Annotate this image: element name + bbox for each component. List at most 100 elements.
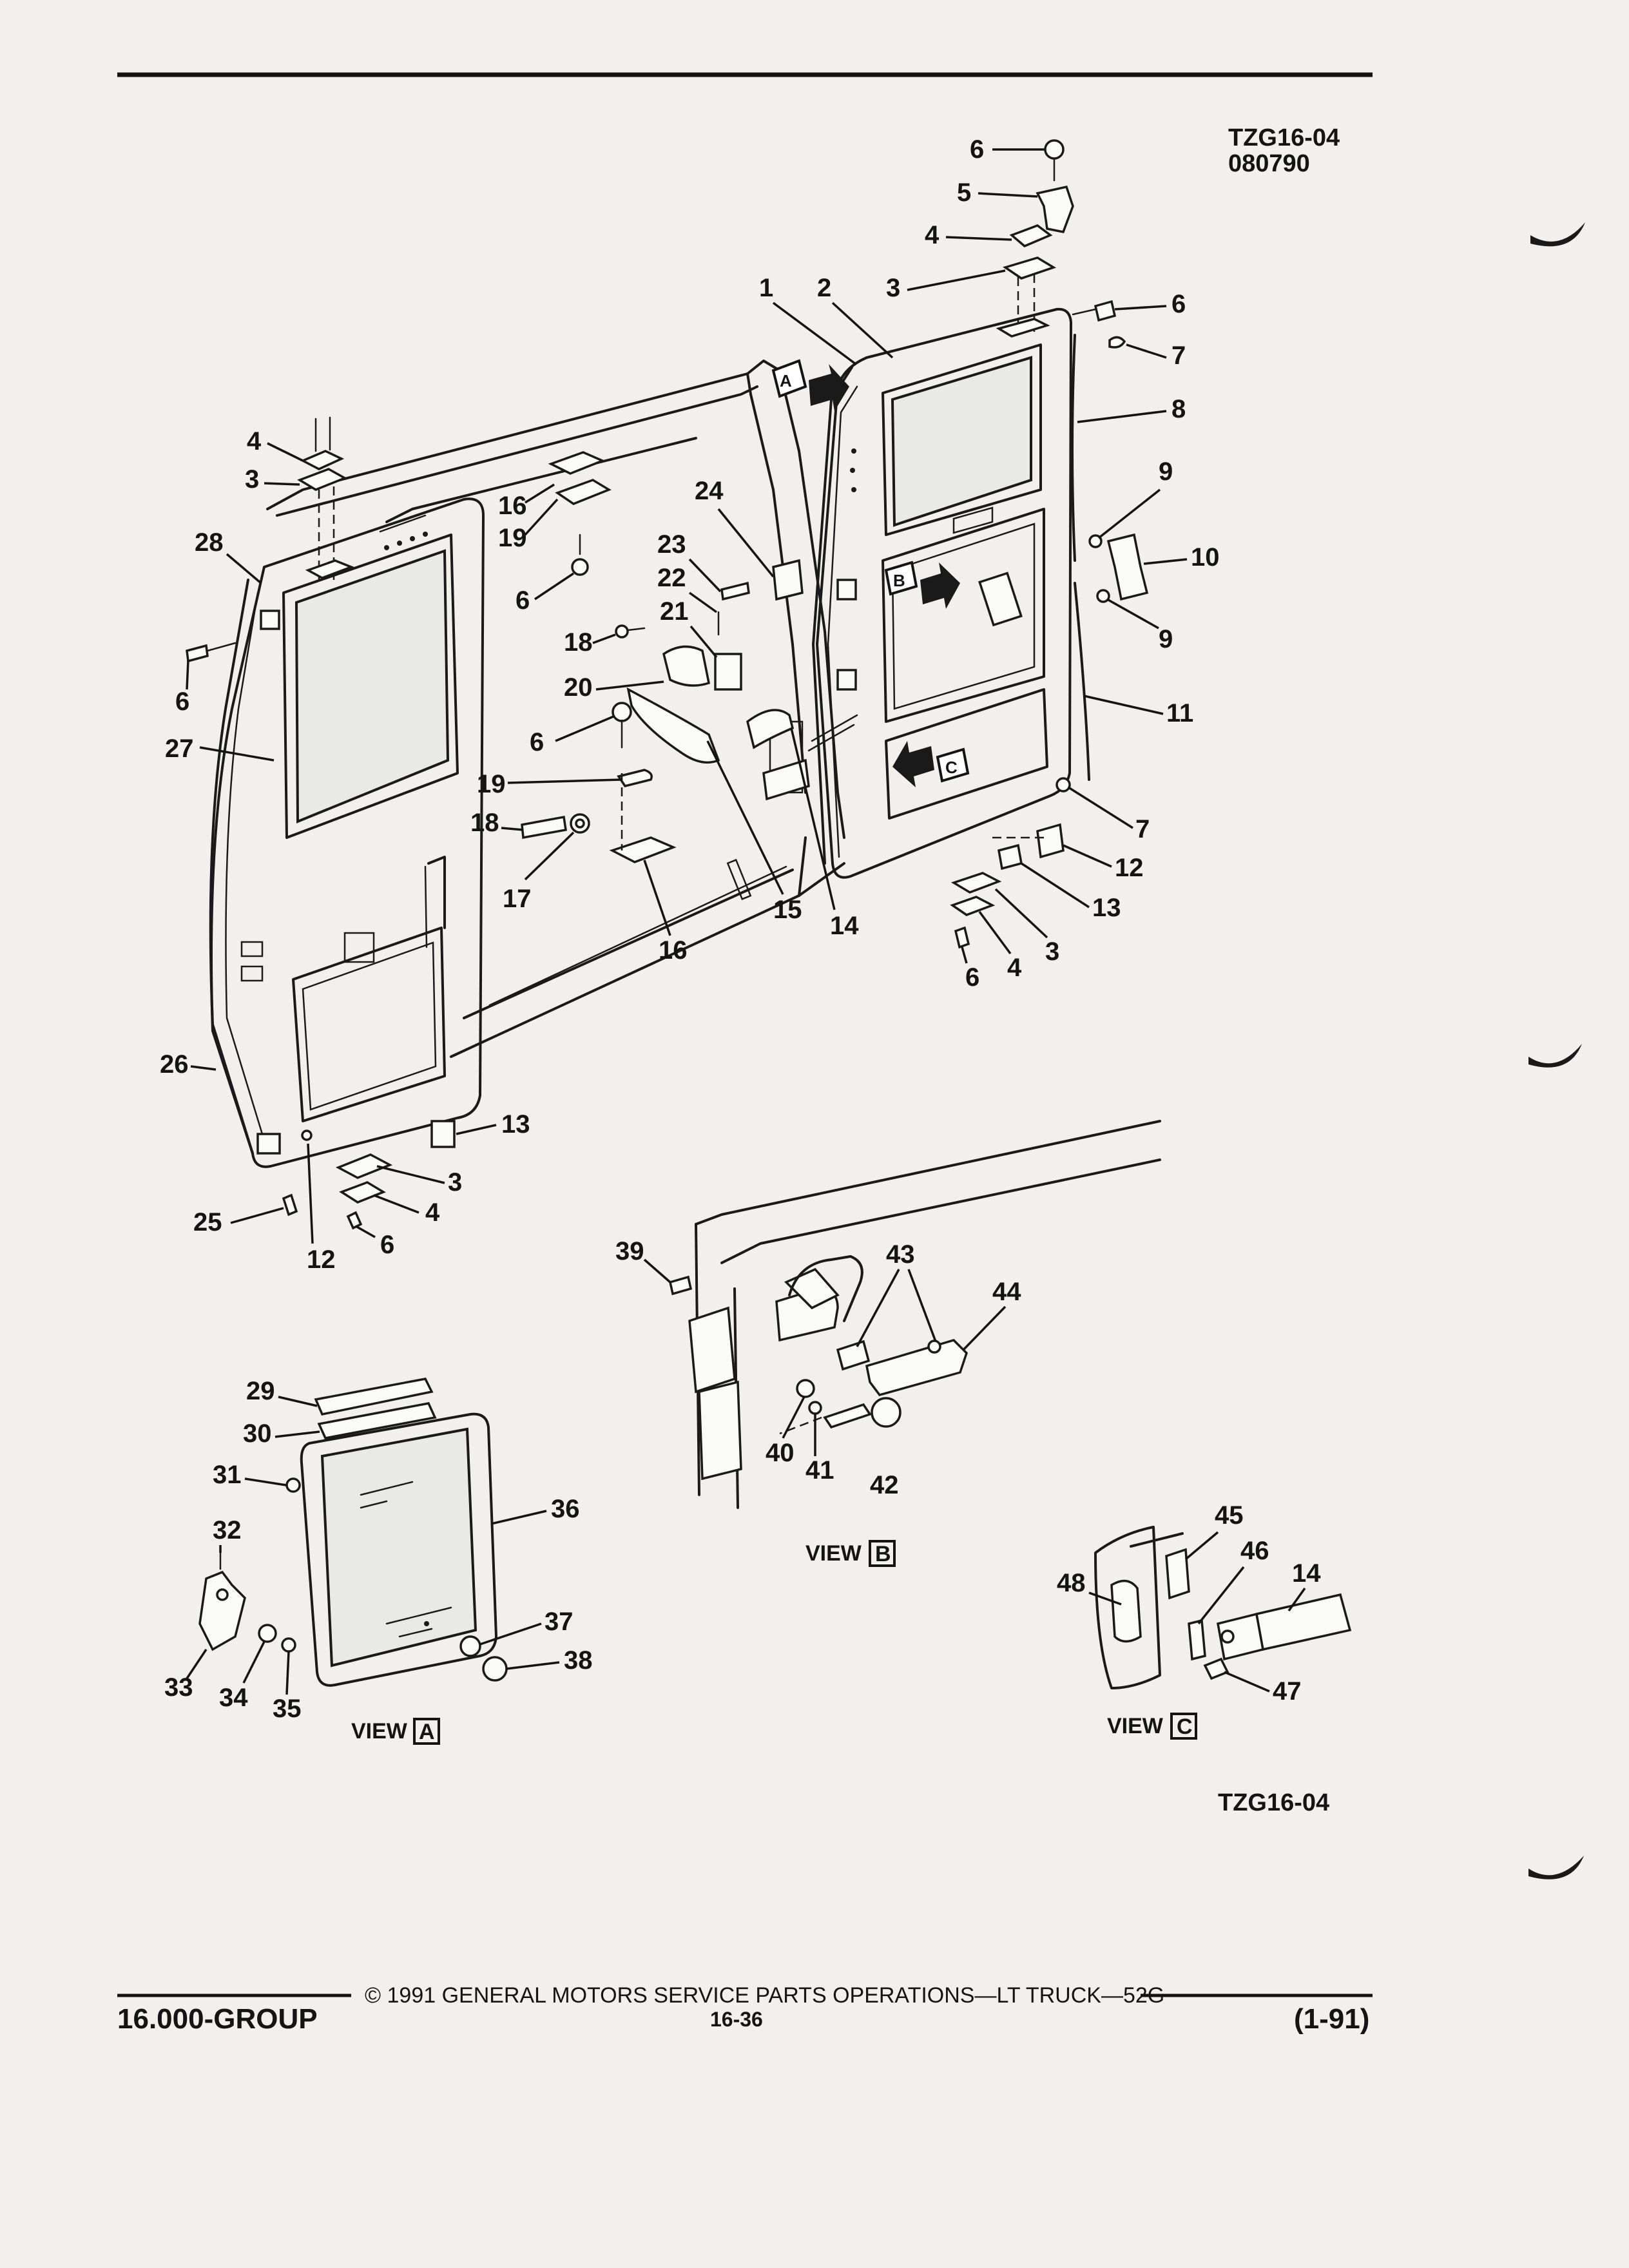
callout: 40: [766, 1439, 795, 1467]
callout: 36: [551, 1495, 580, 1523]
callout: 22: [657, 564, 686, 592]
callout: 31: [213, 1461, 242, 1489]
view-a-letter: A: [419, 1720, 435, 1744]
right-door-upper-hinge: [996, 139, 1126, 349]
binder-mark: [1530, 222, 1585, 247]
diagram-date-code: 080790: [1228, 150, 1310, 177]
binder-mark: [1528, 1856, 1584, 1879]
view-c-letter: C: [1177, 1715, 1193, 1739]
right-rear-door: [812, 307, 1072, 879]
callout: 12: [1115, 854, 1144, 882]
right-door-lock-rods: [1055, 334, 1149, 793]
callout: 43: [886, 1240, 915, 1269]
footer-group: 16.000-GROUP: [117, 2003, 318, 2035]
view-b-label: VIEW: [805, 1541, 862, 1566]
callout: 20: [564, 673, 593, 702]
footer-diagram-code: TZG16-04: [1218, 1789, 1329, 1816]
callout: 4: [925, 221, 940, 249]
callout: 6: [380, 1231, 394, 1259]
callout: 37: [545, 1608, 574, 1636]
right-door-lower-hinge: [950, 823, 1065, 949]
callout: 41: [805, 1456, 834, 1485]
callout: 8: [1171, 395, 1186, 423]
callout: 38: [564, 1646, 593, 1675]
callout: 13: [1092, 894, 1121, 922]
svg-text:A: A: [780, 371, 792, 390]
callout: 14: [1292, 1559, 1321, 1588]
callout: 4: [1007, 954, 1022, 982]
view-c-hinge: [1094, 1526, 1352, 1689]
view-a-box: [413, 1718, 440, 1745]
callout: 10: [1191, 543, 1220, 572]
callouts-right: 6 5 4 3 1 2 6 7 8 9 10 9 11 7 12 13 3 4: [759, 135, 1220, 992]
callout: 24: [695, 477, 724, 505]
callout: 15: [773, 896, 802, 924]
diagram-code: TZG16-04: [1228, 124, 1340, 151]
view-b-handle: [668, 1120, 1161, 1509]
callout: 7: [1135, 815, 1150, 843]
callout: 9: [1159, 625, 1173, 653]
callout: 6: [516, 586, 530, 615]
callout: 29: [246, 1377, 275, 1405]
view-b-letter: B: [875, 1542, 891, 1566]
svg-text:C: C: [945, 758, 958, 777]
callout: 14: [830, 912, 859, 940]
callout: 21: [660, 597, 689, 626]
view-a-window: [198, 1378, 508, 1687]
callouts-left: 4 3 28 6 27 16 19 6 24 23 22 21 18 20 6 …: [160, 427, 859, 1274]
callout: 6: [965, 963, 979, 992]
left-door-upper-hinge: [296, 416, 354, 580]
view-b-box: [869, 1540, 896, 1567]
callout: 47: [1273, 1677, 1302, 1706]
callout: 12: [307, 1245, 336, 1274]
binder-mark: [1528, 1044, 1582, 1068]
callout: 28: [195, 528, 224, 557]
footer-copyright: © 1991 GENERAL MOTORS SERVICE PARTS OPER…: [365, 1983, 1164, 2008]
callout: 3: [1045, 937, 1059, 966]
callout: 4: [425, 1198, 440, 1227]
callout: 18: [470, 809, 499, 837]
callout: 46: [1240, 1537, 1269, 1565]
view-c-box: [1170, 1713, 1197, 1740]
callout: 19: [477, 770, 506, 798]
callout: 18: [564, 628, 593, 657]
callout: 11: [1166, 699, 1193, 727]
footer-page-number: 16-36: [710, 2008, 763, 2031]
view-a-label: VIEW: [351, 1719, 408, 1744]
callout: 6: [1171, 290, 1186, 318]
left-rear-door: [209, 497, 485, 1168]
view-c-label: VIEW: [1107, 1714, 1164, 1738]
callout: 48: [1057, 1569, 1086, 1597]
callout: 5: [957, 178, 971, 207]
callout: 26: [160, 1050, 189, 1079]
callout: 35: [273, 1695, 302, 1723]
callout: 7: [1171, 341, 1186, 370]
svg-text:B: B: [893, 571, 905, 590]
callout: 45: [1215, 1501, 1244, 1530]
callout: 6: [175, 687, 189, 716]
callout: 17: [503, 885, 532, 913]
footer-revision: (1-91): [1294, 2003, 1369, 2035]
callout: 9: [1159, 457, 1173, 486]
callout: 2: [817, 274, 831, 302]
callout: 1: [759, 274, 773, 302]
callout: 30: [243, 1419, 272, 1448]
callout: 3: [448, 1168, 462, 1196]
view-c-arrow-flag: C: [892, 741, 970, 787]
left-door-bolt: [186, 642, 236, 663]
callout: 3: [245, 465, 259, 494]
callout: 16: [659, 936, 688, 965]
callout: 42: [870, 1471, 899, 1499]
callout: 25: [193, 1208, 222, 1236]
callout: 16: [498, 492, 527, 520]
left-door-lower-hinge: [282, 1120, 456, 1230]
callouts-view-c: 45 46 14 48 47 VIEW C: [1057, 1501, 1321, 1740]
callout: 34: [219, 1684, 248, 1712]
callout: 6: [970, 135, 984, 164]
callouts-view-a: 29 30 31 36 32 37 38 33 34 35 VIEW A: [164, 1377, 593, 1745]
door-check-assembly: [521, 451, 858, 863]
view-a-arrow-flag: A: [771, 359, 849, 411]
callout: 23: [657, 530, 686, 559]
callouts-view-b: 39 43 44 40 41 42 VIEW B: [615, 1237, 1021, 1567]
